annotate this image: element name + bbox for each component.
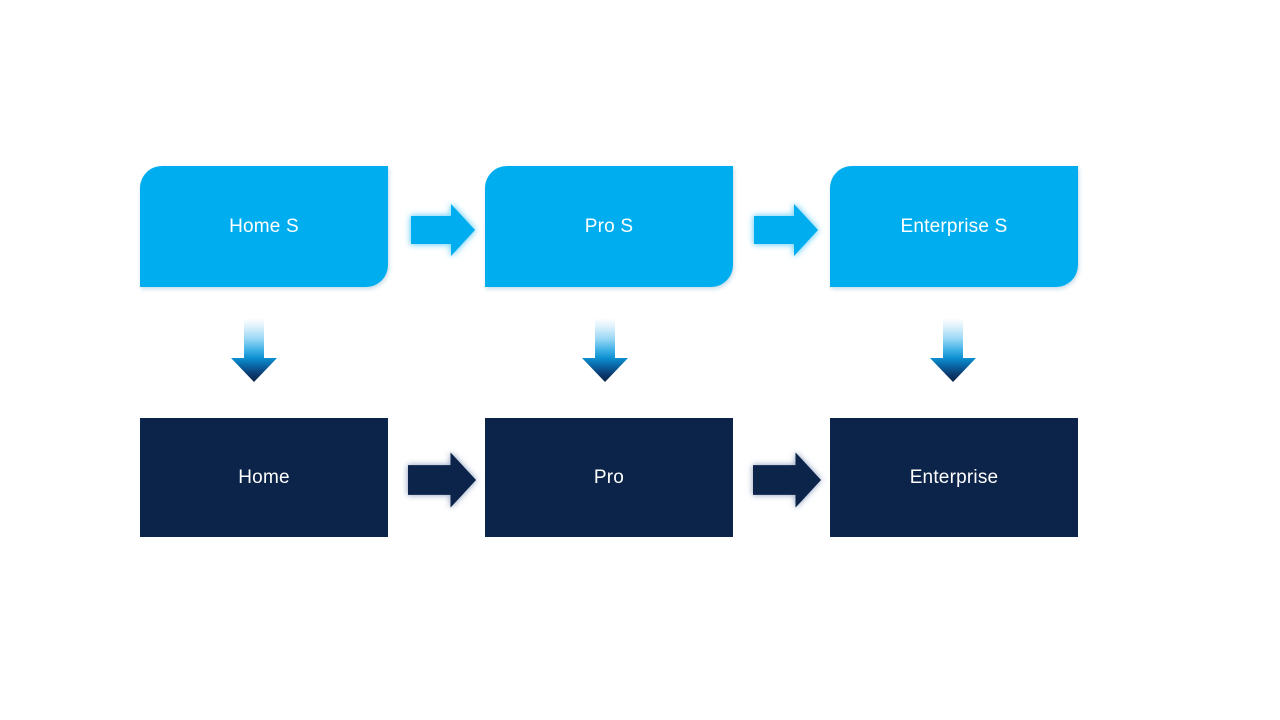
right-arrow-icon	[411, 204, 475, 256]
down-arrow-icon	[231, 318, 277, 382]
node-enterprise-s[interactable]: Enterprise S	[830, 166, 1078, 287]
node-home-s-label: Home S	[229, 215, 299, 237]
down-arrow-icon	[930, 318, 976, 382]
node-pro[interactable]: Pro	[485, 418, 733, 537]
right-arrow-icon	[754, 204, 818, 256]
node-home[interactable]: Home	[140, 418, 388, 537]
node-pro-s-label: Pro S	[584, 215, 634, 237]
down-arrow-icon	[582, 318, 628, 382]
node-enterprise[interactable]: Enterprise	[830, 418, 1078, 537]
node-pro-label: Pro	[593, 466, 625, 488]
node-enterprise-label: Enterprise	[909, 466, 999, 488]
right-arrow-icon	[408, 452, 476, 508]
node-pro-s[interactable]: Pro S	[485, 166, 733, 287]
node-home-s[interactable]: Home S	[140, 166, 388, 287]
node-enterprise-s-label: Enterprise S	[900, 215, 1008, 237]
right-arrow-icon	[753, 452, 821, 508]
node-home-label: Home	[238, 466, 290, 488]
